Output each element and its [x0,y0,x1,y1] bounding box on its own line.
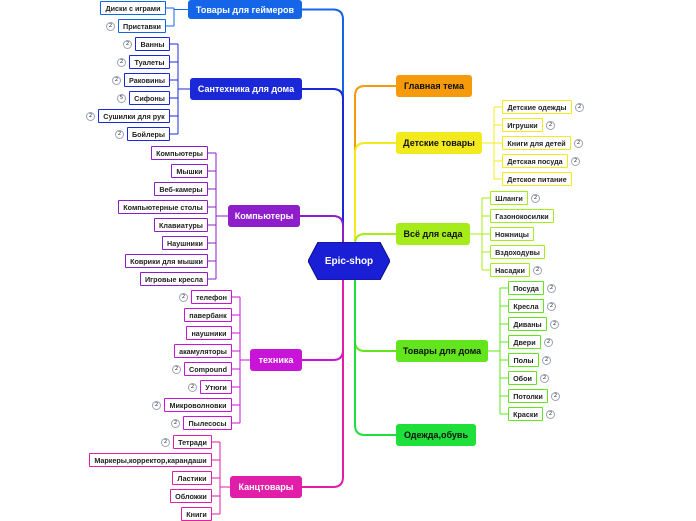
topic-tech[interactable]: техника [250,349,302,371]
subtopic-item[interactable]: Сушилки для рук [98,109,170,123]
topic-plumbing[interactable]: Сантехника для дома [190,78,302,100]
subtopic-item[interactable]: Шланги [490,191,528,205]
subtopic-item[interactable]: Ножницы [490,227,534,241]
subtopic-item[interactable]: Вздоходувы [490,245,545,259]
topic-main_topic[interactable]: Главная тема [396,75,472,97]
subtopic-item[interactable]: Детское питание [502,172,572,186]
subtopic-item[interactable]: Газонокосилки [490,209,554,223]
collapsed-count-badge[interactable]: 2 [117,57,126,67]
collapsed-count-badge[interactable]: 2 [547,301,556,311]
collapsed-count-badge[interactable]: 2 [161,437,170,447]
collapsed-count-badge[interactable]: 2 [550,319,559,329]
subtopic-item[interactable]: Потолки [508,389,548,403]
subtopic-item[interactable]: Ластики [172,471,212,485]
collapsed-count-badge[interactable]: 2 [179,292,188,302]
branch-connector-clothes [354,261,396,436]
subtopic-item[interactable]: Тетради [173,435,212,449]
subtopic-item[interactable]: Приставки [118,19,166,33]
topic-clothes[interactable]: Одежда,обувь [396,424,476,446]
subtopic-item[interactable]: Сифоны [129,91,170,105]
collapsed-count-badge[interactable]: 2 [86,111,95,121]
collapsed-count-badge[interactable]: 2 [574,138,583,148]
subtopic-item[interactable]: Ванны [135,37,170,51]
subtopic-item[interactable]: акамуляторы [174,344,232,358]
subtopic-item[interactable]: Бойлеры [127,127,170,141]
subtopic-item[interactable]: Краски [508,407,543,421]
collapsed-count-badge[interactable]: 2 [571,156,580,166]
collapsed-count-badge[interactable]: 2 [546,409,555,419]
collapsed-count-badge[interactable]: 2 [115,129,124,139]
collapsed-count-badge[interactable]: 2 [171,418,180,428]
central-topic[interactable]: Epic-shop [307,241,391,281]
central-topic-label: Epic-shop [324,255,374,267]
branch-connector-kids [354,142,396,261]
collapsed-count-badge[interactable]: 5 [117,93,126,103]
subtopic-item[interactable]: Обои [508,371,537,385]
subtopic-item[interactable]: Посуда [508,281,544,295]
subtopic-item[interactable]: Обложки [170,489,212,503]
collapsed-count-badge[interactable]: 2 [547,283,556,293]
collapsed-count-badge[interactable]: 2 [540,373,549,383]
collapsed-count-badge[interactable]: 2 [546,120,555,130]
subtopic-item[interactable]: Игрушки [502,118,543,132]
collapsed-count-badge[interactable]: 2 [551,391,560,401]
collapsed-count-badge[interactable]: 2 [112,75,121,85]
branch-connector-plumbing [302,88,344,261]
subtopic-item[interactable]: Игровые кресла [140,272,208,286]
collapsed-count-badge[interactable]: 2 [575,102,584,112]
collapsed-count-badge[interactable]: 2 [542,355,551,365]
subtopic-item[interactable]: Наушники [162,236,208,250]
subtopic-item[interactable]: Диваны [508,317,547,331]
subtopic-item[interactable]: телефон [191,290,232,304]
subtopic-item[interactable]: Маркеры,корректор,карандаши [89,453,212,467]
subtopic-item[interactable]: Микроволновки [164,398,232,412]
topic-computers[interactable]: Компьютеры [228,205,300,227]
collapsed-count-badge[interactable]: 2 [531,193,540,203]
topic-home[interactable]: Товары для дома [396,340,488,362]
collapsed-count-badge[interactable]: 2 [123,39,132,49]
collapsed-count-badge[interactable]: 2 [533,265,542,275]
subtopic-item[interactable]: Мышки [171,164,208,178]
topic-kids[interactable]: Детские товары [396,132,482,154]
branch-connector-gamers [302,8,344,261]
subtopic-item[interactable]: Пылесосы [183,416,232,430]
collapsed-count-badge[interactable]: 2 [188,382,197,392]
subtopic-item[interactable]: Детская посуда [502,154,568,168]
subtopic-item[interactable]: Туалеты [129,55,170,69]
subtopic-item[interactable]: Кресла [508,299,544,313]
subtopic-item[interactable]: Книги [181,507,212,521]
subtopic-item[interactable]: павербанк [184,308,232,322]
topic-stationery[interactable]: Канцтовары [230,476,302,498]
subtopic-item[interactable]: Веб-камеры [154,182,208,196]
subtopic-item[interactable]: Детские одежды [502,100,572,114]
topic-gamers[interactable]: Товары для геймеров [188,0,302,19]
subtopic-item[interactable]: Полы [508,353,539,367]
subtopic-item[interactable]: Компьютеры [151,146,208,160]
collapsed-count-badge[interactable]: 2 [544,337,553,347]
collapsed-count-badge[interactable]: 2 [106,21,115,31]
subtopic-item[interactable]: Раковины [124,73,170,87]
subtopic-item[interactable]: Клавиатуры [154,218,208,232]
subtopic-item[interactable]: Двери [508,335,541,349]
subtopic-item[interactable]: Compound [184,362,232,376]
subtopic-item[interactable]: Насадки [490,263,530,277]
branch-connector-stationery [302,261,344,488]
branch-connector-main_topic [354,85,396,261]
topic-garden[interactable]: Всё для сада [396,223,470,245]
branch-connector-computers [300,215,344,261]
subtopic-item[interactable]: наушники [186,326,232,340]
subtopic-item[interactable]: Диски с играми [100,1,166,15]
subtopic-item[interactable]: Коврики для мышки [125,254,208,268]
subtopic-item[interactable]: Компьютерные столы [118,200,208,214]
subtopic-item[interactable]: Утюги [200,380,232,394]
subtopic-item[interactable]: Книги для детей [502,136,571,150]
collapsed-count-badge[interactable]: 2 [152,400,161,410]
collapsed-count-badge[interactable]: 2 [172,364,181,374]
